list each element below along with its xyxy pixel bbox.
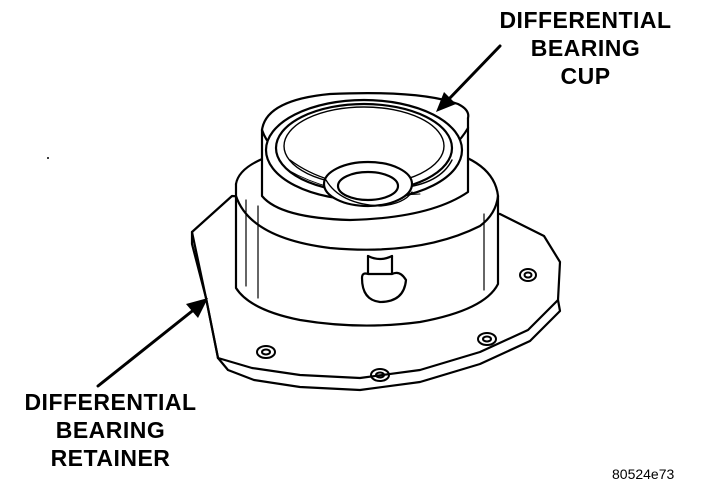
cup-label-line-2: BEARING — [530, 35, 641, 61]
housing-notch — [360, 254, 408, 304]
bolt-hole — [519, 268, 537, 282]
bolt-holes — [256, 268, 537, 382]
bolt-hole — [370, 368, 390, 382]
differential-bearing-retainer-label: DIFFERENTIAL BEARING RETAINER — [8, 388, 213, 472]
figure-code: 80524e73 — [612, 466, 675, 482]
retainer-label-line-3: RETAINER — [50, 445, 171, 471]
speck — [47, 157, 49, 159]
retainer-arrowhead — [186, 298, 208, 318]
retainer-leader-line — [96, 306, 198, 388]
bolt-hole — [256, 345, 276, 359]
cup-leader-line — [446, 44, 502, 102]
housing-body — [234, 146, 500, 327]
bearing-cup — [264, 98, 464, 202]
cup-arrowhead — [436, 92, 456, 112]
inner-bore — [322, 160, 414, 208]
leader-arrows — [96, 44, 502, 388]
retainer-label-line-2: BEARING — [55, 417, 166, 443]
retainer-label-line-1: DIFFERENTIAL — [24, 389, 197, 415]
cup-label-line-1: DIFFERENTIAL — [499, 7, 672, 33]
differential-bearing-cup-label: DIFFERENTIAL BEARING CUP — [478, 6, 693, 90]
bolt-hole — [477, 332, 497, 346]
cup-label-line-3: CUP — [560, 63, 611, 89]
